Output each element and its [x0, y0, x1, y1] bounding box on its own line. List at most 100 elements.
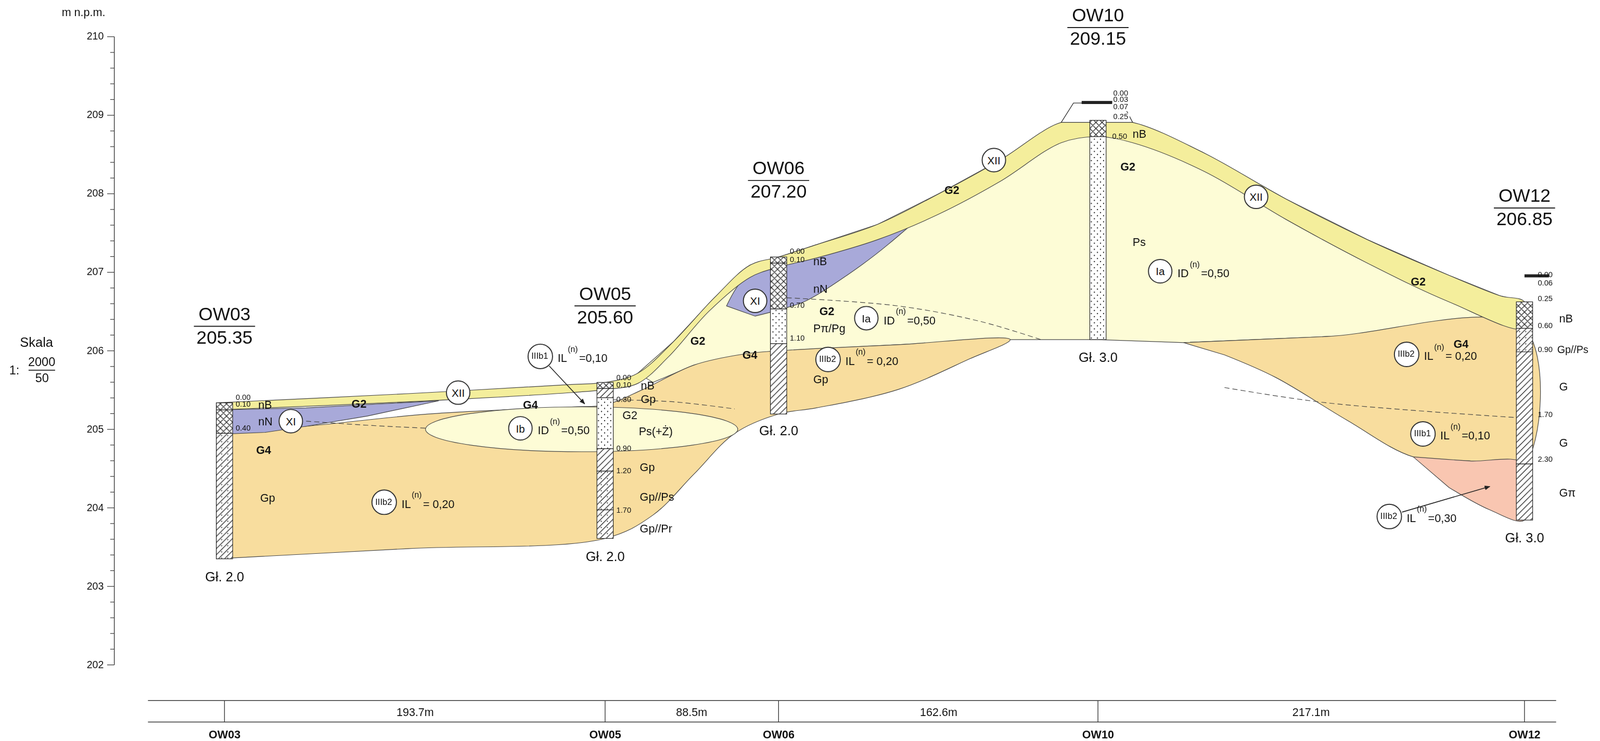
label-text: 204 — [86, 503, 105, 514]
borehole-hatch — [1516, 301, 1533, 329]
label-text: 0.90 — [1537, 346, 1553, 354]
road-surface — [1081, 100, 1117, 105]
label-text: ID — [1177, 267, 1189, 280]
unit-circle: IIIb1 — [1409, 420, 1436, 447]
borehole-layer — [596, 388, 613, 399]
label-text: 0.00 — [235, 393, 251, 402]
borehole-layer — [770, 309, 787, 344]
label-text: 1: — [9, 364, 20, 377]
label-text: (n) — [1434, 343, 1444, 353]
fill-layer — [216, 401, 440, 435]
unit-number: Ia — [1155, 265, 1165, 277]
layer-boundary — [305, 421, 429, 429]
borehole-layer — [1516, 301, 1533, 329]
label-text: OW12 — [1508, 728, 1541, 741]
label-text: =0,10 — [579, 352, 608, 365]
label-text: G2 — [944, 184, 960, 196]
road-embankment — [1061, 103, 1133, 123]
label-text: 0.10 — [235, 401, 251, 409]
silt-layer — [1413, 457, 1531, 522]
label-text: IL — [401, 498, 412, 510]
label-text: 209 — [86, 110, 105, 121]
label-text: 1.20 — [616, 467, 632, 476]
borehole-column — [1089, 120, 1106, 340]
label-text: 202 — [86, 660, 105, 671]
label-text: Gπ — [1559, 487, 1577, 499]
header-line — [1493, 207, 1556, 209]
label-text: G4 — [522, 399, 539, 412]
leader-arrow — [549, 366, 585, 405]
borehole-layer — [1089, 120, 1106, 137]
label-text: IL — [557, 352, 568, 365]
label-text: Gp — [260, 492, 276, 504]
borehole-hatch — [770, 309, 787, 344]
label-text: 205.60 — [577, 308, 634, 327]
borehole-layer — [1516, 352, 1533, 465]
label-text: G2 — [1410, 275, 1426, 288]
label-text: G4 — [742, 349, 758, 362]
borehole-layer — [770, 263, 787, 310]
borehole-layer — [1516, 464, 1533, 521]
borehole-column — [770, 257, 787, 415]
label-text: 162.6m — [919, 706, 958, 719]
header-line — [574, 305, 636, 307]
label-text: Gp — [641, 393, 657, 405]
borehole-layer — [770, 257, 787, 264]
label-text: Gł. 2.0 — [585, 549, 625, 563]
label-text: =0,30 — [1428, 512, 1457, 524]
elevation-axis — [107, 36, 115, 666]
layer-boundary — [1224, 387, 1525, 419]
label-text: 0.07 — [1112, 103, 1130, 111]
unit-number: XI — [285, 416, 296, 428]
borehole-column — [596, 382, 613, 539]
label-text: OW10 — [1071, 6, 1124, 25]
borehole-hatch — [216, 410, 233, 434]
borehole-hatch — [770, 257, 787, 264]
label-text: (n) — [896, 308, 906, 317]
label-text: 1.10 — [789, 334, 805, 343]
label-text: 207.20 — [750, 182, 807, 201]
label-text: =0,10 — [1461, 430, 1491, 442]
label-text: 1.70 — [1537, 411, 1553, 419]
label-text: 0.25 — [1537, 295, 1553, 303]
distance-bar — [147, 700, 1556, 723]
label-text: 203 — [86, 581, 105, 593]
label-text: OW05 — [579, 284, 632, 303]
label-text: Gł. 2.0 — [759, 424, 799, 438]
label-text: OW05 — [589, 728, 622, 741]
label-text: nB — [641, 380, 655, 392]
label-text: OW10 — [1082, 728, 1115, 741]
label-text: OW06 — [762, 728, 795, 741]
label-text: ID — [883, 314, 895, 327]
label-text: (n) — [1189, 261, 1200, 270]
label-text: OW06 — [752, 159, 805, 178]
unit-circle: Ib — [508, 416, 533, 441]
label-text: m n.p.m. — [61, 6, 106, 19]
label-text: =0,50 — [561, 425, 591, 437]
label-text: Gp — [640, 461, 656, 473]
label-text: G2 — [819, 305, 835, 317]
borehole-hatch — [1089, 136, 1106, 340]
unit-circle: XII — [445, 380, 471, 405]
label-text: Gp//Ps — [1557, 344, 1589, 356]
label-text: 88.5m — [675, 706, 708, 719]
borehole-layer — [596, 471, 613, 511]
label-text: 0.60 — [1537, 322, 1553, 331]
label-text: 0.70 — [789, 301, 805, 310]
label-text: Gp — [813, 374, 829, 386]
label-text: nB — [813, 255, 827, 267]
unit-circle: XII — [1244, 184, 1269, 210]
label-text: 206.85 — [1496, 210, 1553, 229]
label-text: 0.90 — [616, 444, 632, 453]
unit-circle: IIIb2 — [814, 346, 841, 373]
label-text: 206 — [86, 346, 105, 357]
label-text: 0.40 — [235, 424, 251, 433]
unit-circle: XI — [743, 288, 768, 314]
label-text: 207 — [86, 267, 105, 278]
borehole-layer — [216, 403, 233, 411]
label-text: nN — [258, 415, 273, 428]
unit-circle: IIIb2 — [370, 489, 397, 515]
layer-boundary — [786, 298, 1041, 340]
label-text: 208 — [86, 188, 105, 200]
